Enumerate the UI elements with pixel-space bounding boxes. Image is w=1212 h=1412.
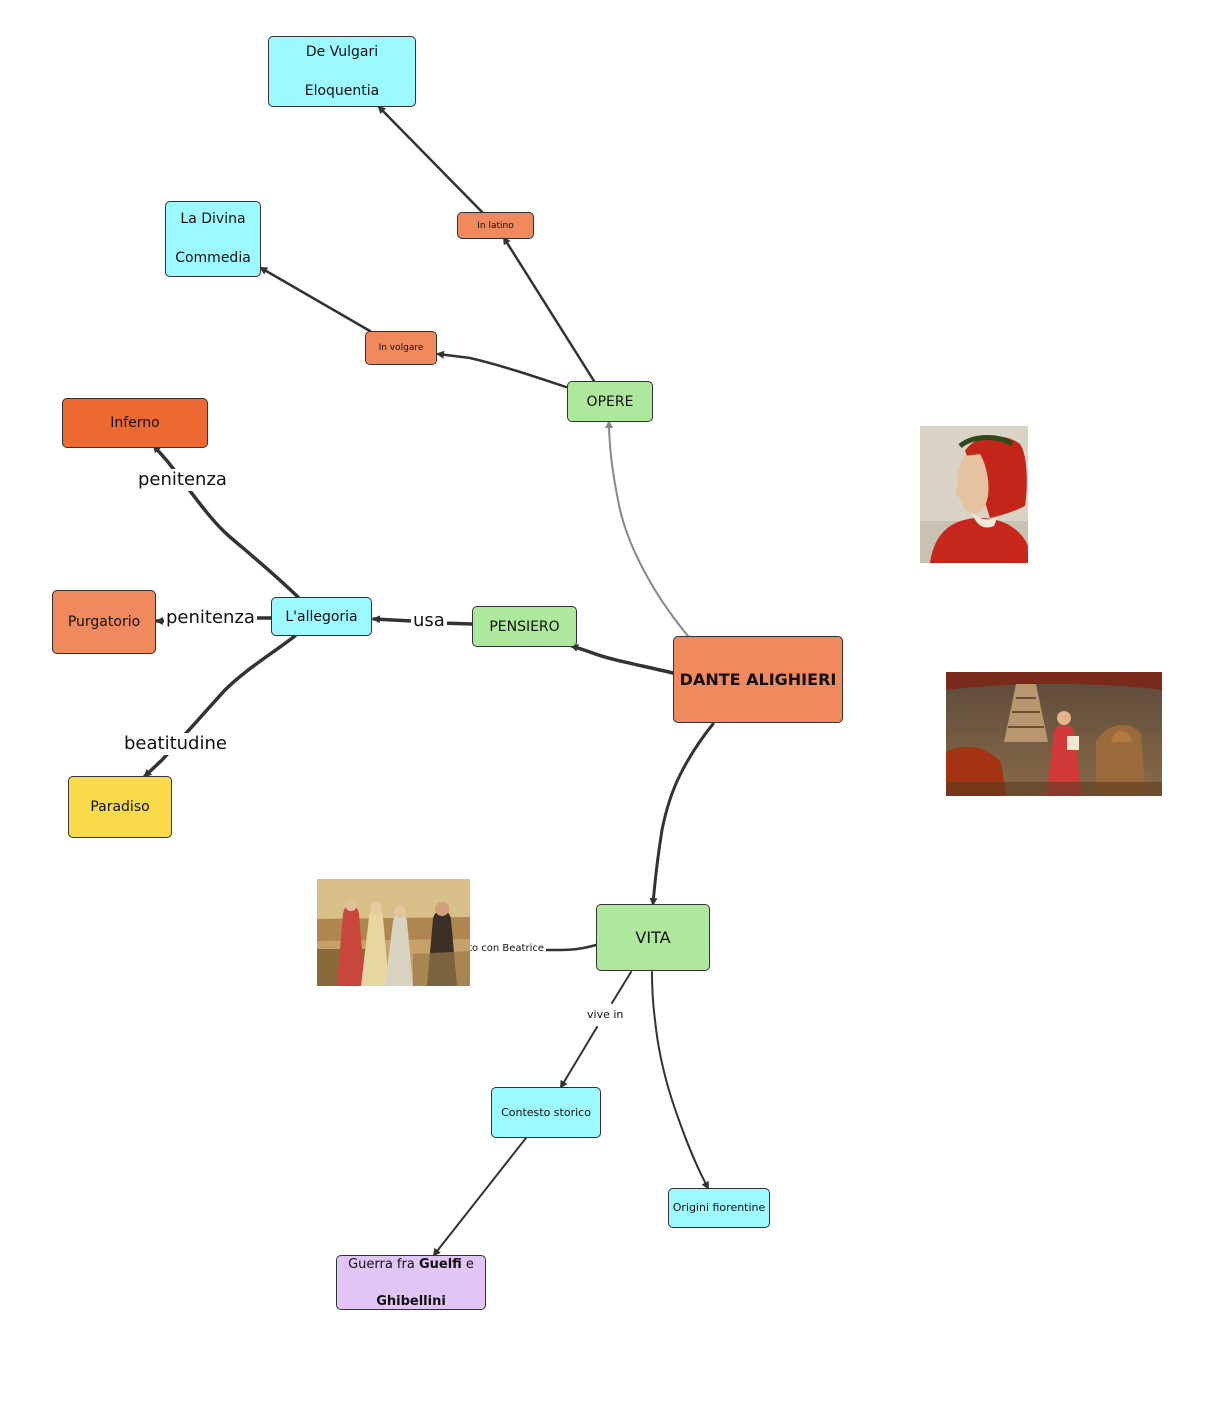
node-purgatorio[interactable]: Purgatorio (52, 590, 156, 654)
edge-vita-contesto (561, 971, 632, 1087)
edge-opere-involgare (436, 350, 568, 389)
edge-allegoria-purgatorio (157, 618, 273, 621)
dante-beatrice-painting (317, 879, 470, 986)
edge-vita-origini (651, 971, 709, 1190)
edge-allegoria-paradiso (143, 634, 297, 778)
edge-vita-beatrice (540, 943, 598, 952)
node-paradiso[interactable]: Paradiso (68, 776, 172, 838)
edge-label-vive-in: vive in (585, 1008, 626, 1022)
edge-dante-pensiero (570, 644, 675, 675)
edge-inlatino-devulgari (377, 105, 484, 214)
edge-involgare-divina (259, 266, 372, 333)
node-dante-alighieri[interactable]: DANTE ALIGHIERI (673, 636, 843, 723)
node-pensiero[interactable]: PENSIERO (472, 606, 577, 647)
edge-opere-inlatino (502, 236, 596, 383)
edge-label-penitenza-purgatorio: penitenza (164, 607, 257, 629)
dante-divine-comedy-painting (946, 672, 1162, 796)
edge-dante-vita (649, 722, 715, 906)
node-guerra-guelfi-ghibellini[interactable]: Guerra fra Guelfi e Ghibellini (336, 1255, 486, 1310)
node-vita[interactable]: VITA (596, 904, 710, 971)
node-inferno[interactable]: Inferno (62, 398, 208, 448)
node-origini-fiorentine[interactable]: Origini fiorentine (668, 1188, 770, 1228)
edge-dante-opere (605, 420, 689, 637)
edge-label-beatitudine: beatitudine (122, 733, 229, 755)
edge-pensiero-allegoria-head (372, 615, 414, 624)
edge-label-penitenza-inferno: penitenza (136, 469, 229, 491)
edge-contesto-guerra (432, 1137, 527, 1257)
node-divina-commedia[interactable]: La Divina Commedia (165, 201, 261, 277)
node-opere[interactable]: OPERE (567, 381, 653, 422)
node-de-vulgari-eloquentia[interactable]: De Vulgari Eloquentia (268, 36, 416, 107)
node-in-volgare[interactable]: In volgare (365, 331, 437, 365)
edge-label-usa: usa (411, 610, 447, 632)
node-contesto-storico[interactable]: Contesto storico (491, 1087, 601, 1138)
node-in-latino[interactable]: In latino (457, 212, 534, 239)
node-allegoria[interactable]: L'allegoria (271, 597, 372, 636)
dante-portrait-image (920, 426, 1028, 563)
